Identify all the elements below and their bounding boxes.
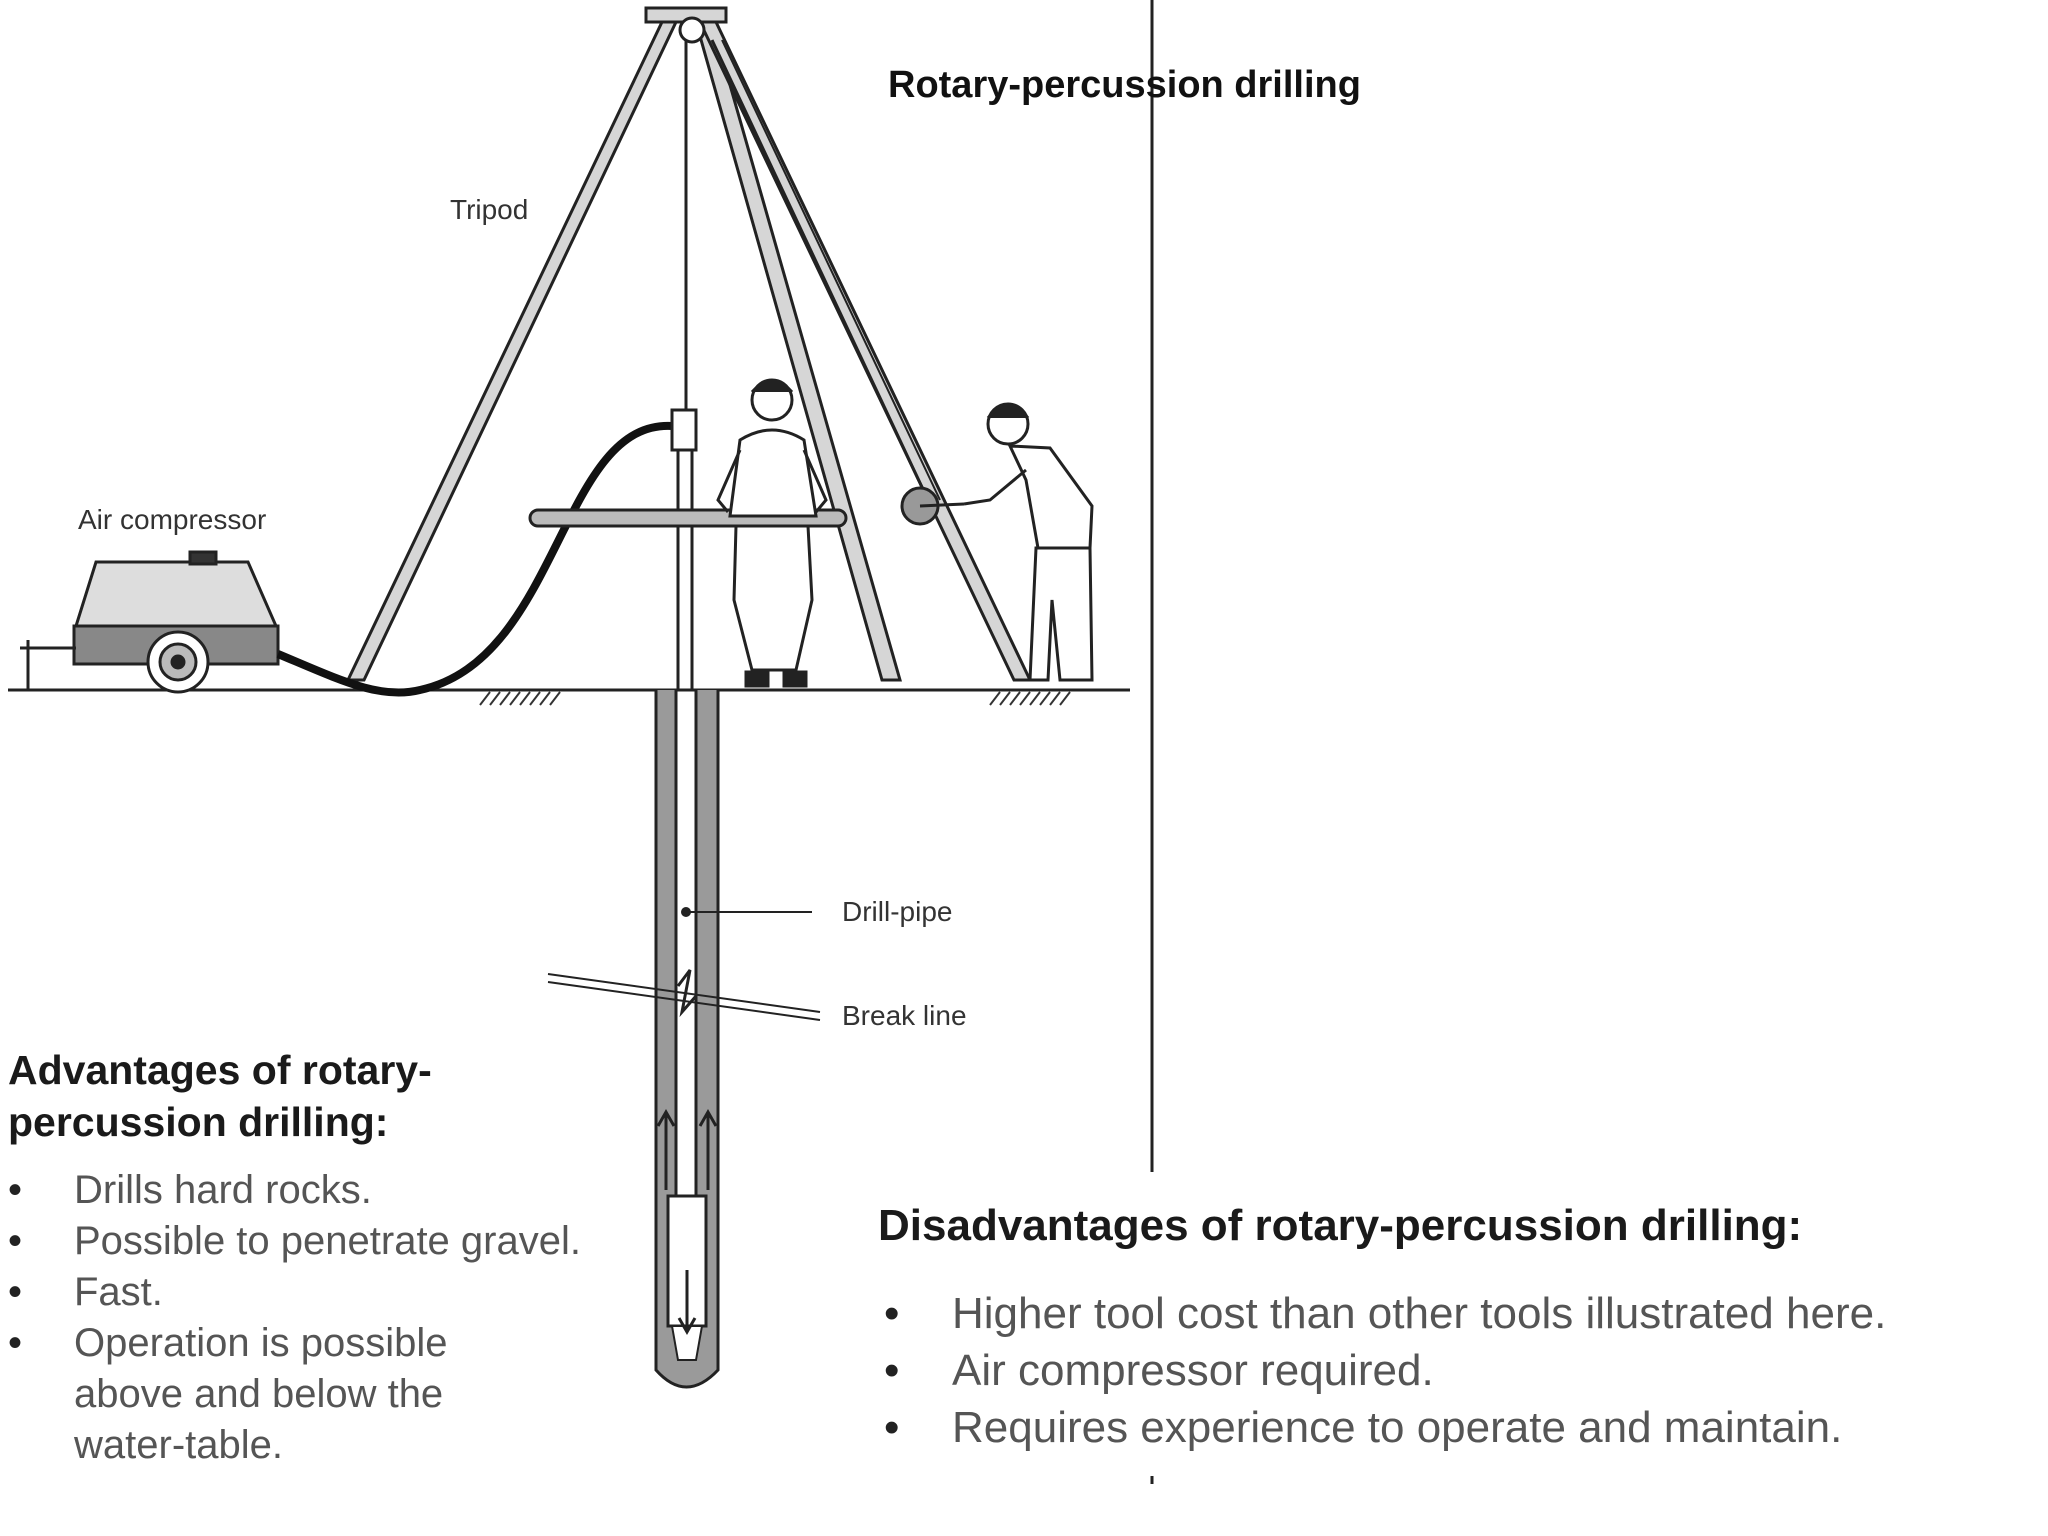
drill-pipe — [674, 688, 698, 1198]
bullet-icon: • — [8, 1321, 23, 1365]
list-item: • Possible to penetrate gravel. — [0, 1216, 660, 1267]
list-item: • Requires experience to operate and main… — [876, 1399, 2016, 1456]
tripod — [345, 6, 1033, 682]
label-break-line: Break line — [842, 1000, 967, 1031]
hoist-rope — [710, 39, 930, 501]
list-item: • Drills hard rocks. — [0, 1165, 660, 1216]
list-item-text: Possible to penetrate gravel. — [74, 1219, 581, 1263]
hoist-rope-2 — [721, 39, 941, 501]
list-item-text: Air compressor required. — [952, 1346, 1434, 1395]
list-item: • Operation is possible above and below th… — [0, 1318, 660, 1471]
swivel — [670, 408, 698, 452]
advantages-heading: Advantages of rotary- percussion drillin… — [8, 1044, 432, 1148]
label-drill-pipe: Drill-pipe — [842, 896, 953, 927]
list-item-text: Drills hard rocks. — [74, 1168, 372, 1212]
bullet-icon: • — [8, 1168, 23, 1212]
list-item-text: Higher tool cost than other tools illust… — [952, 1289, 1887, 1338]
advantages-heading-line1: Advantages of rotary- — [8, 1047, 432, 1093]
air-compressor — [20, 550, 280, 694]
bullet-icon: • — [884, 1403, 900, 1452]
advantages-list: • Drills hard rocks. • Possible to penetra… — [0, 1165, 660, 1471]
drill-pipe-callout-dot — [681, 907, 691, 917]
list-item: • Higher tool cost than other tools illus… — [876, 1285, 2016, 1342]
page-title: Rotary-percussion drilling — [888, 64, 1361, 106]
bullet-icon: • — [884, 1289, 900, 1338]
ground-hatching — [479, 691, 1071, 706]
worker-turning-bar — [716, 378, 828, 688]
bullet-icon: • — [8, 1270, 23, 1314]
upper-rod — [676, 448, 694, 692]
list-item: • Fast. — [0, 1267, 660, 1318]
disadvantages-heading: Disadvantages of rotary-percussion drill… — [878, 1201, 1803, 1250]
label-air-compressor: Air compressor — [78, 504, 267, 535]
bullet-icon: • — [8, 1219, 23, 1263]
list-item-text: Operation is possible — [74, 1321, 448, 1365]
list-item-text-cont: above and below the — [74, 1372, 444, 1416]
disadvantages-list: • Higher tool cost than other tools illus… — [876, 1285, 2016, 1456]
list-item-text: Requires experience to operate and maint… — [952, 1403, 1843, 1452]
bullet-icon: • — [884, 1346, 900, 1395]
list-item-text: Fast. — [74, 1270, 163, 1314]
list-item-text-cont: water-table. — [74, 1423, 283, 1467]
airflow-arrows — [656, 1108, 718, 1336]
list-item: • Air compressor required. — [876, 1342, 2016, 1399]
worker-winch — [900, 402, 1094, 682]
air-hose — [276, 421, 673, 697]
break-line — [547, 969, 821, 1021]
advantages-heading-line2: percussion drilling: — [8, 1099, 389, 1145]
label-tripod: Tripod — [450, 194, 529, 225]
